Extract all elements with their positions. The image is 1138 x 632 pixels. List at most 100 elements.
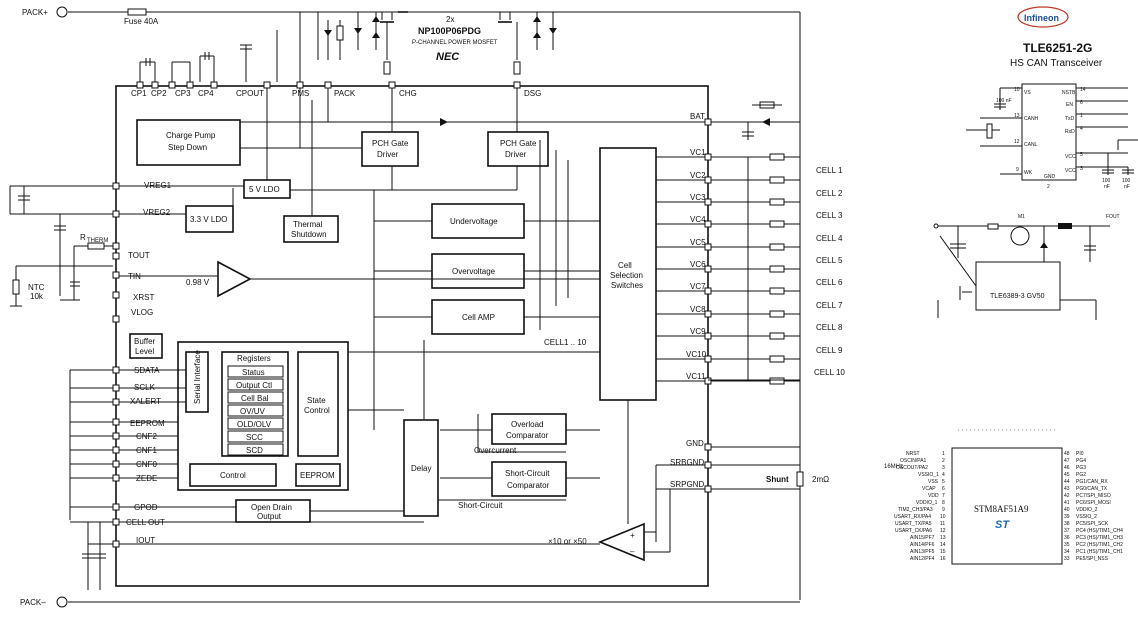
pin-srpgnd: SRPGND bbox=[670, 480, 704, 489]
svg-text:nF: nF bbox=[1104, 184, 1110, 190]
svg-text:6: 6 bbox=[942, 486, 945, 492]
pch-gate-driver-dsg: PCH Gate Driver bbox=[487, 131, 549, 167]
svg-text:PC5/SPI_SCK: PC5/SPI_SCK bbox=[1076, 521, 1109, 527]
svg-text:33: 33 bbox=[1064, 556, 1070, 562]
svg-text:0.98 V: 0.98 V bbox=[186, 278, 210, 287]
svg-text:43: 43 bbox=[1064, 486, 1070, 492]
pin-vc3: VC3 bbox=[690, 193, 706, 202]
svg-text:Overvoltage: Overvoltage bbox=[452, 267, 496, 276]
svg-text:AIN13/PF5: AIN13/PF5 bbox=[910, 549, 935, 555]
control-block: Control bbox=[189, 463, 277, 487]
svg-text:TLE6389-3 GV50: TLE6389-3 GV50 bbox=[990, 293, 1045, 300]
svg-text:44: 44 bbox=[1064, 479, 1070, 485]
pin-dsg: DSG bbox=[524, 89, 541, 98]
svg-text:Control: Control bbox=[304, 406, 330, 415]
svg-text:Output Ctl: Output Ctl bbox=[236, 381, 272, 390]
charge-pump-caps bbox=[139, 12, 301, 82]
svg-text:48: 48 bbox=[1064, 451, 1070, 457]
svg-text:Comparator: Comparator bbox=[507, 481, 550, 490]
svg-text:USART_RX/PA4: USART_RX/PA4 bbox=[894, 514, 931, 520]
svg-text:PG1/CAN_RX: PG1/CAN_RX bbox=[1076, 479, 1108, 485]
pin-bat: BAT bbox=[690, 112, 705, 121]
tin-comparator: 0.98 V bbox=[186, 260, 252, 298]
svg-text:Charge Pump: Charge Pump bbox=[166, 131, 216, 140]
infineon-desc: HS CAN Transceiver bbox=[1010, 58, 1103, 69]
svg-text:Open Drain: Open Drain bbox=[251, 503, 292, 512]
pin-cp3: CP3 bbox=[175, 89, 191, 98]
left-pins bbox=[112, 182, 120, 548]
svg-text:PCH Gate: PCH Gate bbox=[500, 139, 537, 148]
svg-text:PG2: PG2 bbox=[1076, 472, 1086, 478]
svg-text:100 nF: 100 nF bbox=[996, 98, 1012, 104]
svg-text:NSTB: NSTB bbox=[1062, 90, 1076, 96]
ldo-5v-block: 5 V LDO bbox=[243, 179, 291, 199]
svg-text:Step Down: Step Down bbox=[168, 143, 207, 152]
cell-8: CELL 8 bbox=[816, 323, 843, 332]
svg-text:16: 16 bbox=[940, 556, 946, 562]
stm8-left-nums: 1 2 3 4 5 6 7 8 9 10 11 12 13 14 15 16 bbox=[940, 451, 946, 562]
mosfet-part: NP100P06PDG bbox=[418, 26, 481, 36]
svg-text:PG4: PG4 bbox=[1076, 458, 1086, 464]
cell-4: CELL 4 bbox=[816, 234, 843, 243]
pin-xrst: XRST bbox=[133, 293, 154, 302]
svg-text:STM8AF51A9: STM8AF51A9 bbox=[974, 504, 1029, 514]
svg-text:CANL: CANL bbox=[1024, 142, 1038, 148]
short-circuit-comparator: Short-Circuit Comparator bbox=[491, 461, 567, 497]
overload-comparator: Overload Comparator bbox=[491, 413, 567, 445]
svg-text:AIN12/PF4: AIN12/PF4 bbox=[910, 556, 935, 562]
svg-text:VS: VS bbox=[1024, 90, 1031, 96]
stm8-right-nums: 48 47 46 45 44 43 42 41 40 39 38 37 36 3… bbox=[1064, 451, 1070, 562]
stm8-mcu: STM8AF51A9 ST 16MHz bbox=[884, 429, 1063, 565]
charge-pump-block: Charge Pump Step Down bbox=[136, 119, 241, 166]
svg-text:41: 41 bbox=[1064, 500, 1070, 506]
svg-text:+: + bbox=[630, 531, 635, 540]
svg-text:4: 4 bbox=[942, 472, 945, 478]
pin-vc8: VC8 bbox=[690, 305, 706, 314]
svg-text:VCC: VCC bbox=[1065, 168, 1076, 174]
svg-text:47: 47 bbox=[1064, 458, 1070, 464]
svg-text:3: 3 bbox=[942, 465, 945, 471]
pin-srbgnd: SRBGND bbox=[670, 458, 704, 467]
svg-text:35: 35 bbox=[1064, 542, 1070, 548]
register-list: Status Output Ctl Cell Bal OV/UV OLD/OLV… bbox=[227, 365, 284, 456]
pack-minus-terminal bbox=[56, 596, 68, 608]
svg-text:OV/UV: OV/UV bbox=[240, 407, 266, 416]
svg-text:Short-Circuit: Short-Circuit bbox=[505, 469, 550, 478]
svg-text:VSS: VSS bbox=[928, 479, 939, 485]
cell-1: CELL 1 bbox=[816, 166, 843, 175]
svg-text:42: 42 bbox=[1064, 493, 1070, 499]
svg-text:4: 4 bbox=[1080, 126, 1083, 132]
pin-vc10: VC10 bbox=[686, 350, 707, 359]
svg-text:CANH: CANH bbox=[1024, 116, 1039, 122]
cell-7: CELL 7 bbox=[816, 301, 843, 310]
fuse-label: Fuse 40A bbox=[124, 17, 159, 26]
svg-text:TIM2_CH3/PA3: TIM2_CH3/PA3 bbox=[898, 507, 933, 513]
svg-text:3: 3 bbox=[1080, 166, 1083, 172]
svg-text:14: 14 bbox=[1080, 87, 1086, 93]
svg-text:VCC: VCC bbox=[1065, 154, 1076, 160]
current-amplifier: + – ×10 or ×50 bbox=[548, 522, 645, 562]
svg-text:ST: ST bbox=[995, 519, 1010, 531]
svg-text:PC7/SPI_MISO: PC7/SPI_MISO bbox=[1076, 493, 1111, 499]
svg-text:Cell AMP: Cell AMP bbox=[462, 313, 495, 322]
svg-text:OSCOUT/PA2: OSCOUT/PA2 bbox=[896, 465, 928, 471]
svg-text:Selection: Selection bbox=[610, 271, 643, 280]
svg-text:EEPROM: EEPROM bbox=[300, 471, 335, 480]
pack-plus-terminal bbox=[56, 6, 68, 18]
pin-tout: TOUT bbox=[128, 251, 150, 260]
svg-text:OSCIN/PA1: OSCIN/PA1 bbox=[900, 458, 927, 464]
left-external-wiring bbox=[9, 185, 600, 590]
pin-vc7: VC7 bbox=[690, 282, 706, 291]
svg-text:NRST: NRST bbox=[906, 451, 920, 457]
svg-text:VDD: VDD bbox=[928, 493, 939, 499]
svg-text:PC4 (HS)/TIM1_CH4: PC4 (HS)/TIM1_CH4 bbox=[1076, 528, 1123, 534]
svg-text:OLD/OLV: OLD/OLV bbox=[237, 420, 272, 429]
svg-text:M1: M1 bbox=[1018, 214, 1025, 220]
svg-text:PG3: PG3 bbox=[1076, 465, 1086, 471]
svg-text:13: 13 bbox=[940, 535, 946, 541]
state-control-block: State Control bbox=[297, 351, 339, 457]
svg-text:12: 12 bbox=[1014, 139, 1020, 145]
pin-pack: PACK bbox=[334, 89, 356, 98]
cell-amp-block: Cell AMP bbox=[431, 299, 525, 335]
svg-text:PC1 (HS)/TIM1_CH1: PC1 (HS)/TIM1_CH1 bbox=[1076, 549, 1123, 555]
